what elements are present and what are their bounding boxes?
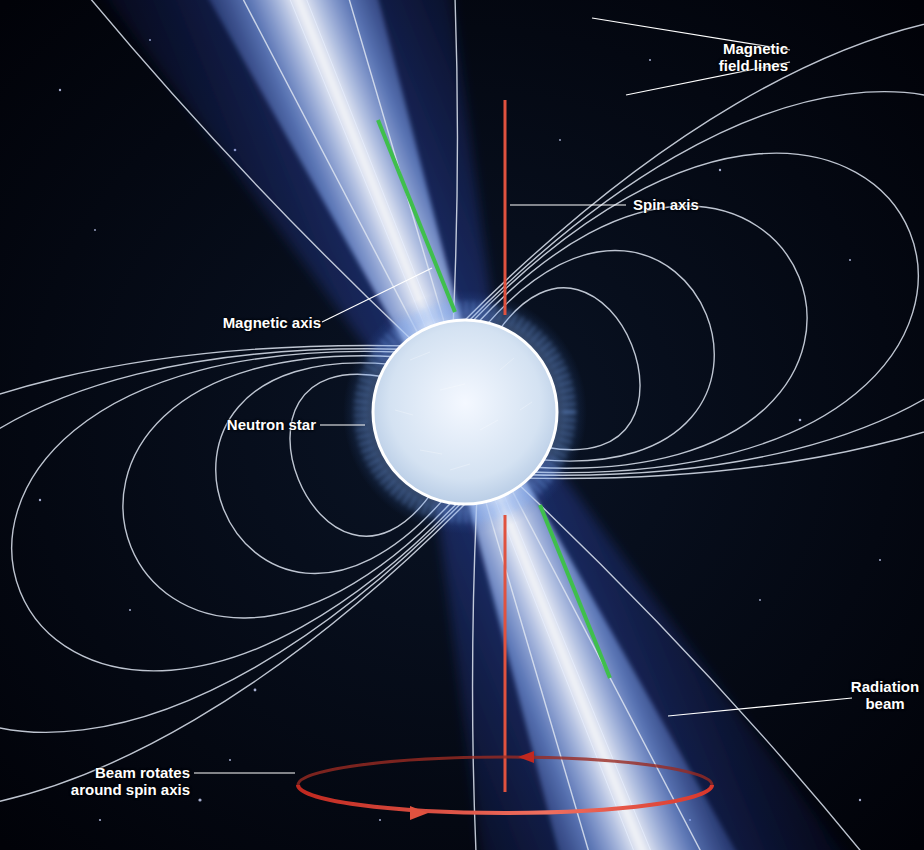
radiation-beam-label: Radiation beam [850, 678, 920, 712]
field-lines-label: Magnetic field lines [700, 40, 788, 74]
magnetic-axis-label: Magnetic axis [205, 314, 321, 331]
leader-lines [194, 18, 852, 773]
spin-axis-label: Spin axis [633, 196, 753, 213]
neutron-star-label: Neutron star [200, 416, 316, 433]
beam-rotation-label: Beam rotates around spin axis [46, 764, 190, 798]
